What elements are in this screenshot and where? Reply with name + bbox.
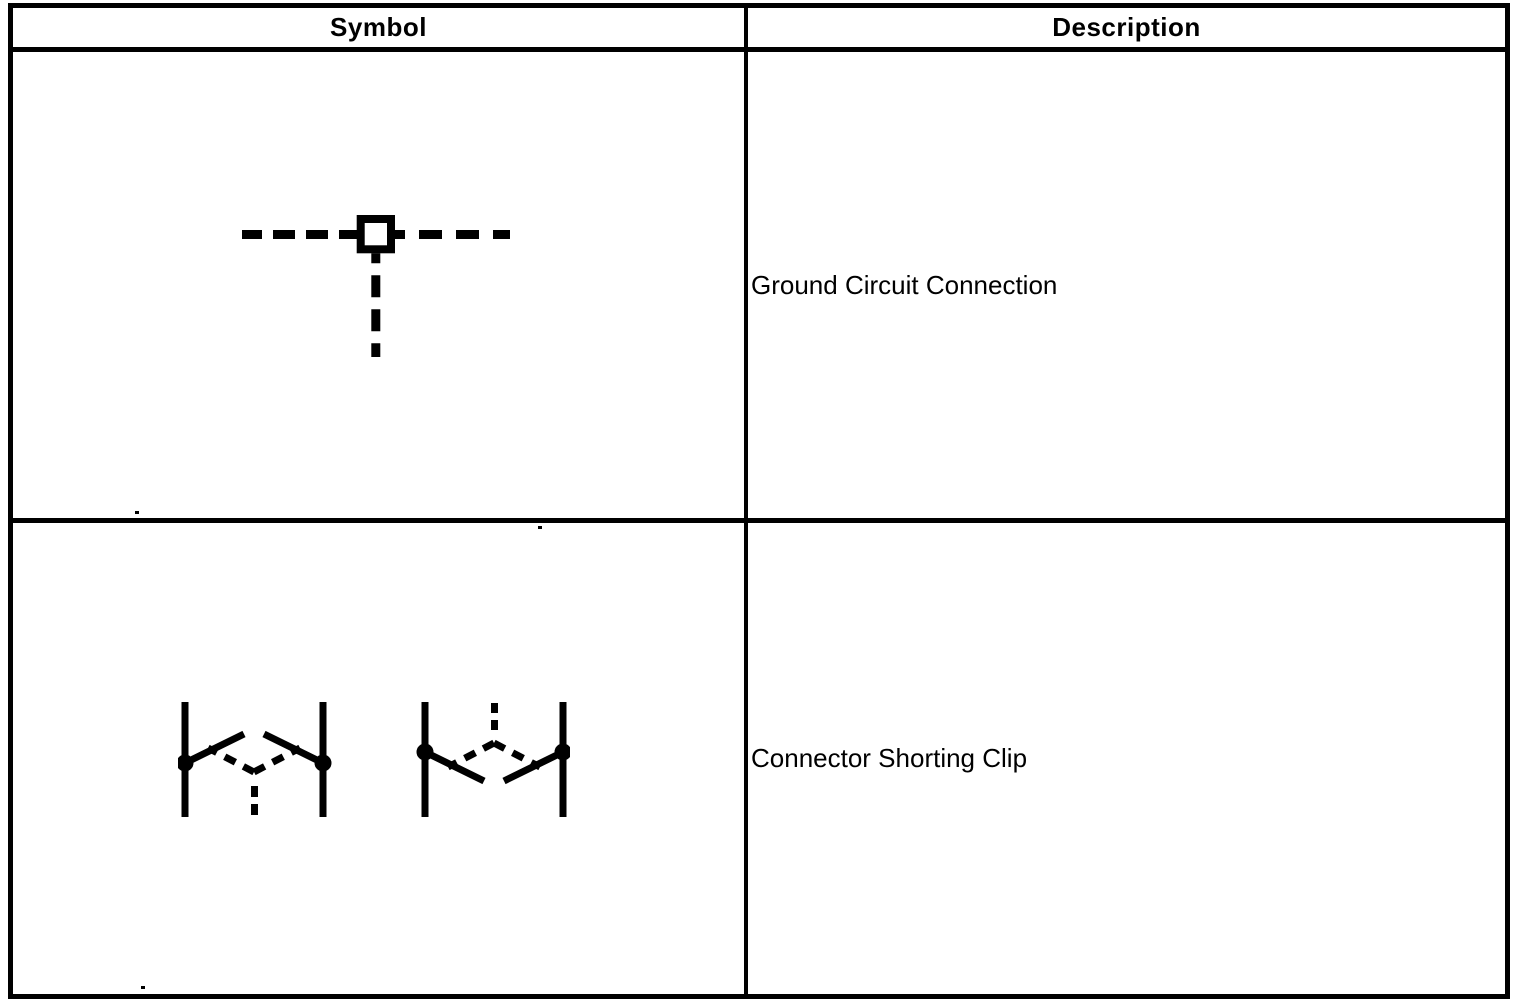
scan-artifact-dot	[135, 511, 139, 514]
column-header-description-label: Description	[1052, 12, 1201, 42]
scan-artifact-dot	[141, 986, 145, 989]
ground-connection-square	[356, 215, 395, 254]
column-header-description: Description	[748, 8, 1505, 52]
shorting-clip-variant-2	[416, 702, 570, 817]
description-cell: Ground Circuit Connection	[748, 52, 1505, 523]
description-text: Ground Circuit Connection	[751, 269, 1058, 300]
ground-circuit-connection-icon	[242, 215, 510, 357]
symbol-cell-connector-shorting-clip	[13, 523, 748, 994]
column-header-symbol-label: Symbol	[330, 12, 427, 42]
scan-artifact-dot	[538, 526, 542, 529]
symbol-description-table: Symbol Description Ground Circuit Connec…	[8, 3, 1510, 999]
symbol-cell-ground-circuit-connection	[13, 52, 748, 523]
description-cell: Connector Shorting Clip	[748, 523, 1505, 994]
shorting-clip-variant-1	[178, 702, 332, 817]
connector-shorting-clip-icon	[178, 702, 570, 817]
description-text: Connector Shorting Clip	[751, 743, 1028, 773]
column-header-symbol: Symbol	[13, 8, 748, 52]
